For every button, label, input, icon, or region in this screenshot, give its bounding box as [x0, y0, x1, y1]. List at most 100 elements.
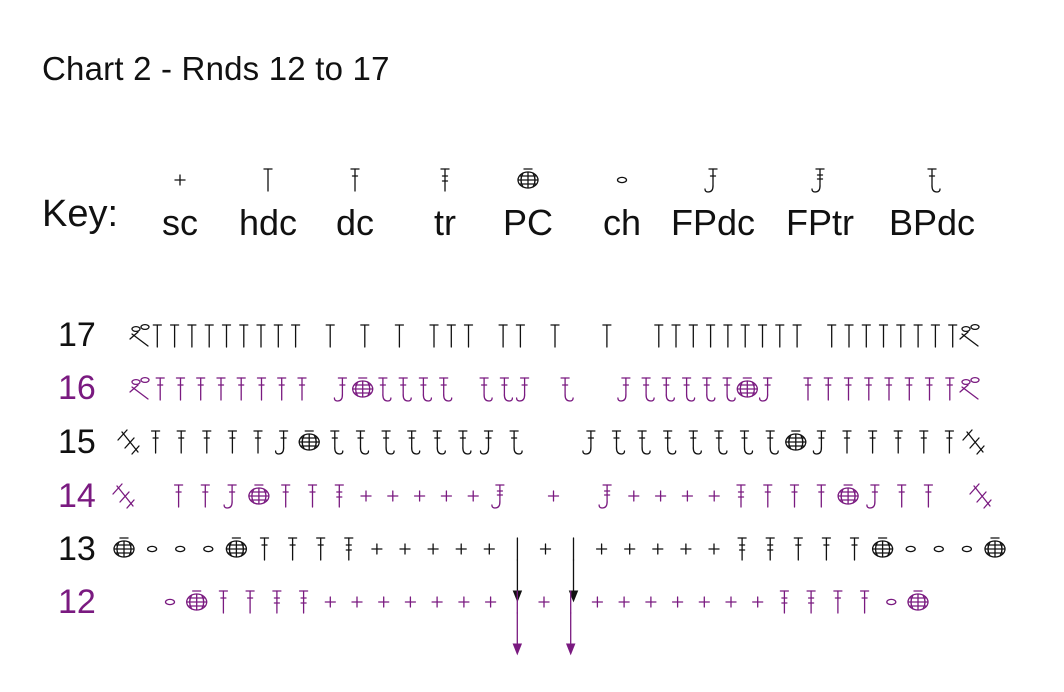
round-label-17: 17 — [58, 316, 96, 354]
key-item-tr: tr — [385, 160, 505, 244]
stitch-hdc — [187, 324, 197, 348]
stitch-hdc — [169, 324, 180, 348]
stitch-popcorn — [785, 430, 807, 451]
stitch-dc — [849, 537, 860, 561]
stitch-tr — [765, 537, 775, 561]
stitch-fpdc — [274, 430, 289, 455]
stitch-hdc — [602, 324, 612, 348]
key-text-pc: PC — [502, 202, 553, 243]
stitch-popcorn — [248, 484, 270, 505]
stitch-hdc — [740, 324, 750, 348]
key-item-pc: PC — [468, 160, 588, 244]
stitch-sc — [538, 596, 550, 608]
stitch-turning-chain — [129, 376, 150, 400]
stitch-sc — [399, 543, 411, 555]
stitch-hdc — [273, 324, 283, 348]
stitch-hdc — [688, 324, 698, 348]
stitch-bpdc — [714, 430, 728, 455]
stitch-sc — [547, 490, 560, 502]
stitch-dc — [816, 484, 826, 508]
stitch-ch — [961, 545, 973, 553]
stitch-hdc — [221, 324, 232, 348]
stitch-center-arrow — [565, 590, 576, 656]
key-text-ch: ch — [602, 202, 642, 243]
stitch-fptr — [598, 484, 612, 509]
stitch-popcorn — [298, 430, 320, 451]
stitch-dc — [897, 484, 907, 508]
round-label-12: 12 — [58, 583, 96, 621]
stitch-dc — [236, 377, 246, 401]
key-item-fptr: FPtr — [760, 160, 880, 244]
stitch-sc — [455, 543, 467, 555]
stitch-sc — [431, 596, 443, 608]
stitch-hdc — [654, 324, 664, 348]
stitch-sc — [708, 490, 720, 502]
bpdc-icon — [872, 160, 992, 200]
stitch-sc — [628, 490, 640, 502]
stitch-dc — [923, 484, 934, 508]
stitch-tr — [334, 484, 344, 508]
key-text-hdc: hdc — [238, 202, 298, 243]
key-item-ch: ch — [562, 160, 682, 244]
stitch-center-arrow — [512, 590, 523, 656]
stitch-cluster — [969, 483, 992, 509]
stitch-dc — [823, 377, 833, 401]
stitch-sc — [539, 543, 552, 555]
stitch-dc — [924, 377, 935, 401]
stitch-dc — [216, 377, 226, 401]
stitch-hdc — [239, 324, 249, 348]
round-label-15: 15 — [58, 423, 96, 461]
stitch-cluster — [112, 483, 135, 509]
stitch-tr — [737, 537, 747, 561]
stitch-hdc — [550, 324, 560, 348]
stitch-bpdc — [702, 377, 716, 402]
stitch-sc — [440, 490, 453, 502]
stitch-popcorn — [984, 537, 1006, 558]
stitch-sc — [680, 543, 692, 555]
stitch-dc — [842, 430, 852, 454]
stitch-fpdc — [515, 377, 530, 402]
stitch-dc — [859, 590, 870, 614]
stitch-sc — [467, 490, 479, 502]
stitch-bpdc — [398, 377, 412, 402]
stitch-hdc — [827, 324, 837, 348]
stitch-fpdc — [812, 430, 827, 455]
stitch-sc — [752, 596, 764, 608]
stitch-dc — [763, 484, 773, 508]
stitch-sc — [413, 490, 426, 502]
stitch-hdc — [930, 324, 941, 348]
stitch-popcorn — [837, 484, 859, 505]
stitch-dc — [281, 484, 291, 508]
stitch-popcorn — [907, 590, 929, 611]
stitch-hdc — [913, 324, 923, 348]
stitch-sc — [484, 596, 497, 608]
stitch-bpdc — [479, 377, 493, 402]
stitch-bpdc — [432, 430, 446, 455]
stitch-fpdc — [617, 377, 631, 402]
stitch-dc — [307, 484, 318, 508]
fptr-icon — [760, 160, 880, 200]
stitch-hdc — [325, 324, 335, 348]
stitch-dc — [904, 377, 914, 401]
stitch-bpdc — [381, 430, 395, 455]
stitch-bpdc — [407, 430, 421, 455]
stitch-fpdc — [223, 484, 237, 509]
stitch-hdc — [256, 324, 266, 348]
stitch-ch — [164, 598, 176, 606]
stitch-bpdc — [661, 377, 675, 402]
key-item-fpdc: FPdc — [653, 160, 773, 244]
stitch-dc — [277, 377, 287, 401]
round-label-13: 13 — [58, 530, 96, 568]
chart-title: Chart 2 - Rnds 12 to 17 — [42, 50, 390, 87]
stitch-dc — [893, 430, 903, 454]
stitch-turning-chain — [959, 376, 980, 400]
stitch-turning-chain — [959, 323, 980, 347]
stitch-dc — [256, 377, 267, 401]
stitch-cluster — [117, 429, 140, 455]
stitch-ch — [175, 545, 186, 553]
stitch-sc — [645, 596, 657, 608]
stitch-bpdc — [765, 430, 779, 455]
key-text-fptr: FPtr — [786, 202, 854, 243]
stitch-sc — [671, 596, 684, 608]
